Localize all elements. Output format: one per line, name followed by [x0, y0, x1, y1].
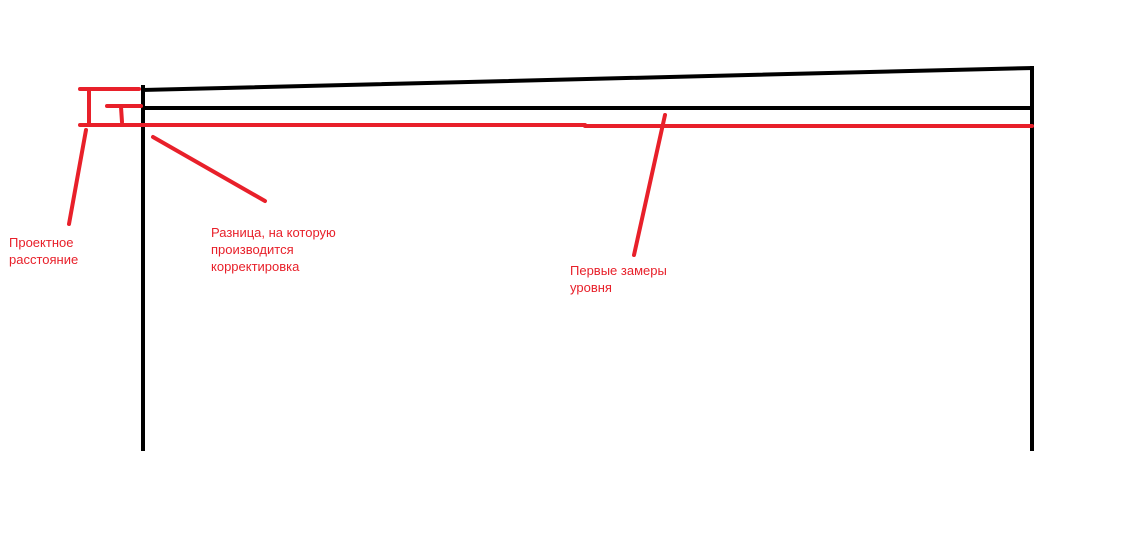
design-distance-leader [67, 128, 88, 226]
first-level-measurements-label-line-1: Первые замеры [570, 263, 667, 278]
design-distance-label: Проектное расстояние [9, 234, 78, 268]
first-measurement-leader [632, 113, 667, 257]
correction-difference-label-line-1: Разница, на которую [211, 225, 336, 240]
correction-difference-label-line-3: корректировка [211, 259, 300, 274]
correction-difference-label-line-2: производится [211, 242, 294, 257]
first-level-measurements-label: Первые замеры уровня [570, 262, 667, 296]
correction-bracket [119, 105, 124, 124]
design-distance-label-line-2: расстояние [9, 252, 79, 267]
sloped-top-beam [140, 65, 1035, 93]
correction-difference-leader [151, 135, 267, 203]
correction-difference-label: Разница, на которую производится коррект… [211, 224, 336, 275]
structure-lines [140, 65, 1035, 451]
design-distance-label-line-1: Проектное [9, 235, 74, 250]
first-level-measurements-label-line-2: уровня [570, 280, 612, 295]
annotation-lines [67, 87, 1034, 257]
